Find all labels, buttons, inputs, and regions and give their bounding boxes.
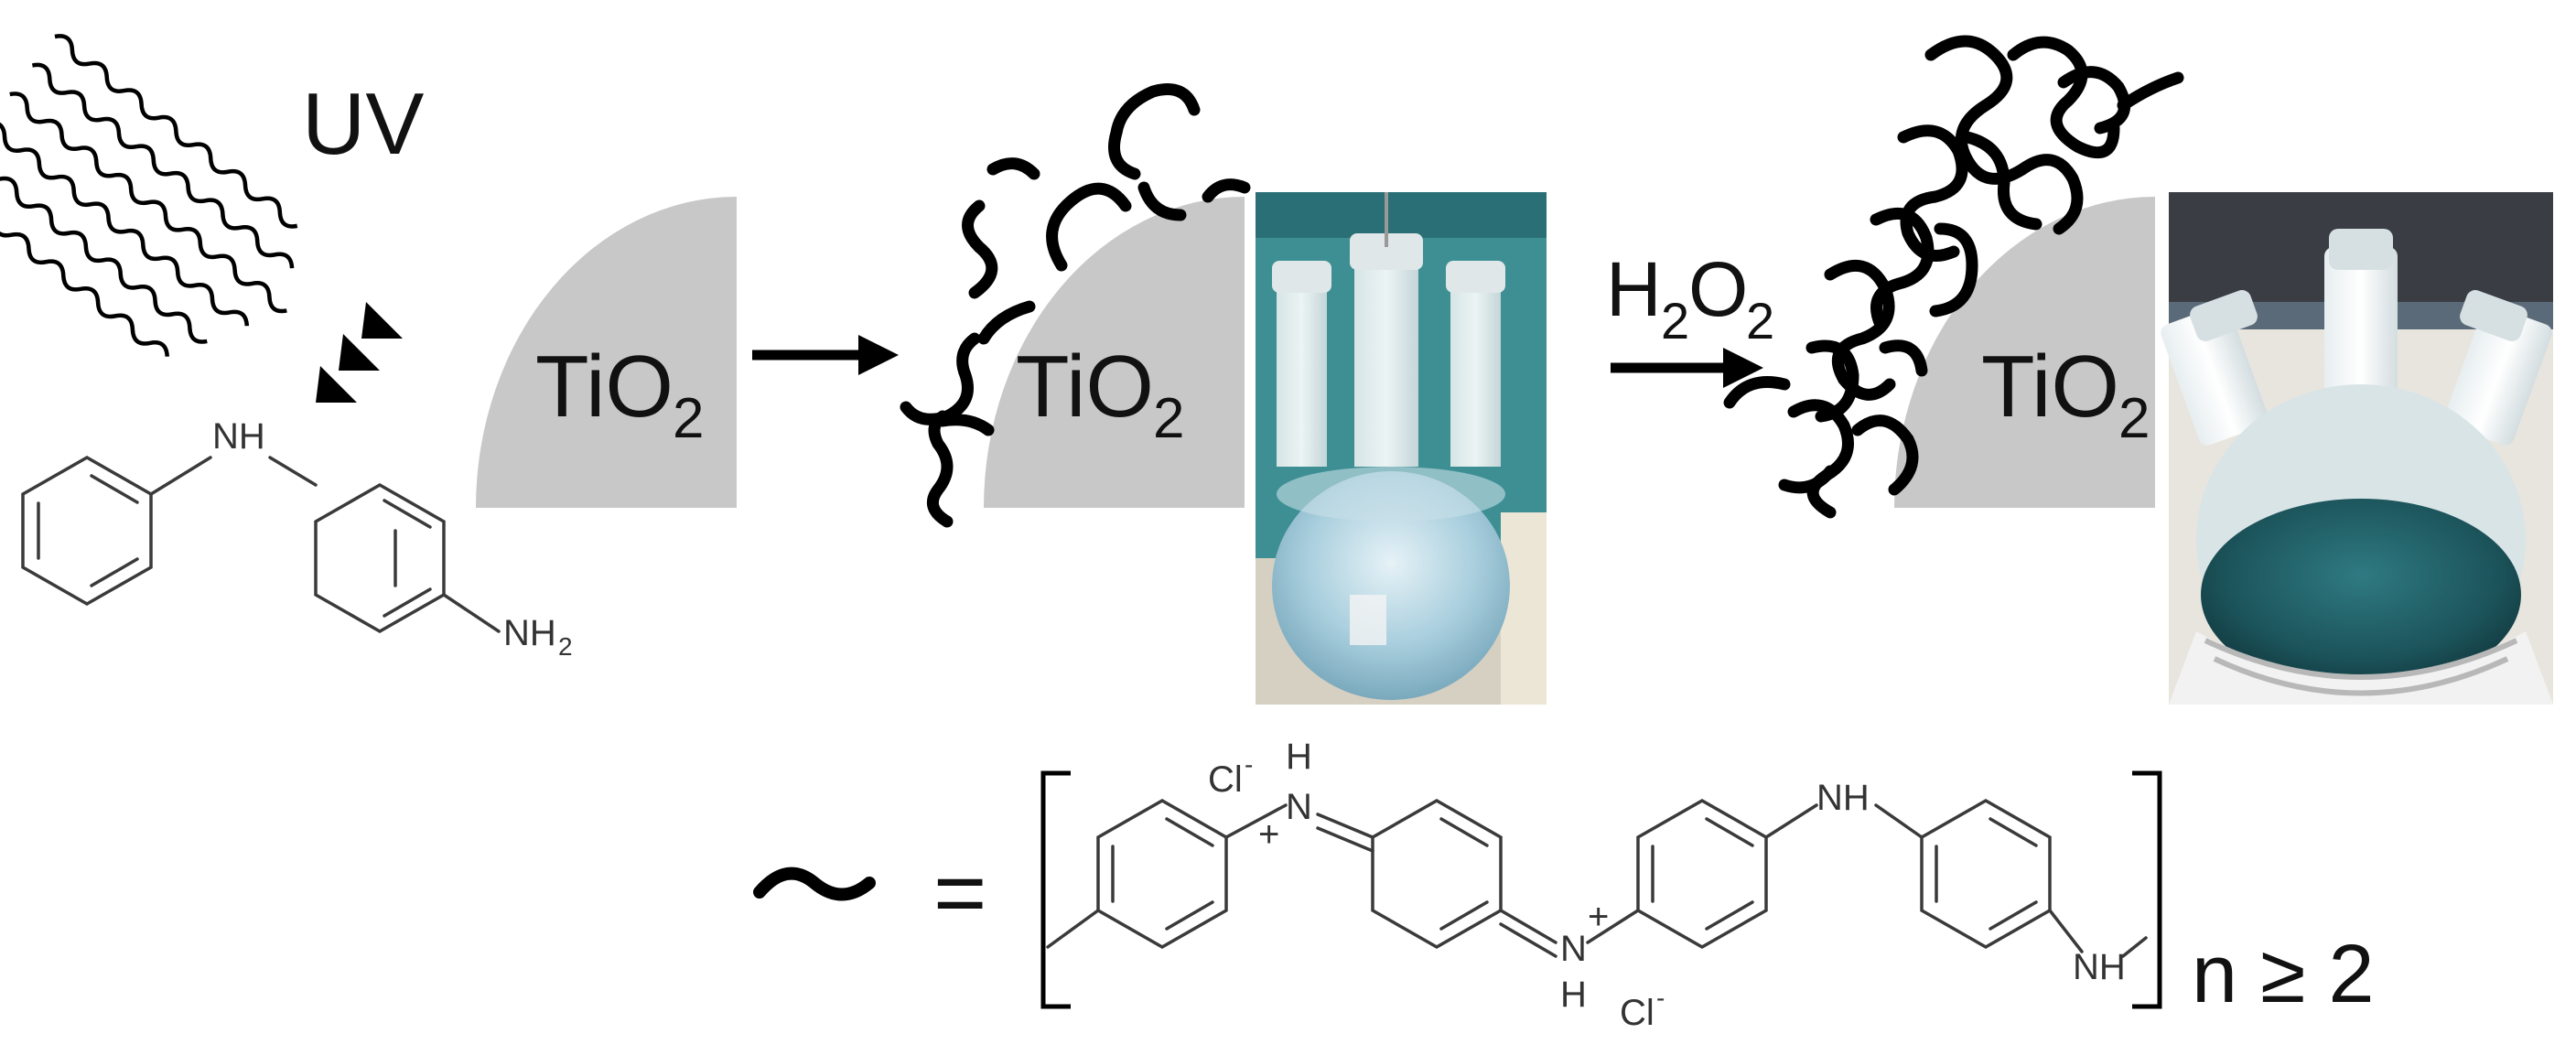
chloride-label-1: Cl <box>1208 759 1243 800</box>
tio2-subscript-1: 2 <box>673 387 704 450</box>
n-label-2: N <box>1560 929 1587 969</box>
uv-arrowhead <box>316 366 357 403</box>
tio2-particle-1 <box>476 197 737 508</box>
h2o2-o: O <box>1688 246 1748 332</box>
bracket-right <box>2132 770 2162 1009</box>
repeat-unit-structure <box>1046 798 2148 958</box>
tio2-label-2: TiO <box>1016 338 1154 436</box>
tio2-particle-3 <box>1894 197 2155 508</box>
h2o2-sub2: 2 <box>1746 292 1774 350</box>
h-label-2: H <box>1560 974 1587 1015</box>
nh-label: NH <box>212 416 265 457</box>
tio2-label-1: TiO <box>535 338 674 436</box>
tio2-subscript-2: 2 <box>1153 387 1184 450</box>
equals-sign: = <box>933 842 986 944</box>
polymer-chains-short <box>900 83 1251 528</box>
h2o2-h: H <box>1606 246 1662 332</box>
plus-label-2: + <box>1588 897 1609 937</box>
nh2-subscript: 2 <box>558 632 573 661</box>
plus-label-1: + <box>1258 814 1279 855</box>
flask-photo-1 <box>1256 192 1547 705</box>
nh-label-terminal: NH <box>2073 947 2126 987</box>
chloride-label-2: Cl <box>1620 993 1654 1033</box>
h2o2-sub1: 2 <box>1661 292 1689 350</box>
chloride-charge-2: - <box>1656 984 1665 1012</box>
uv-arrowhead <box>339 334 380 371</box>
bracket-left <box>1040 770 1071 1009</box>
monomer-structure <box>21 455 501 634</box>
n-label-1: N <box>1286 787 1312 827</box>
nh2-label: NH <box>503 613 556 653</box>
nh-label-bridge: NH <box>1816 778 1870 818</box>
tio2-subscript-3: 2 <box>2118 387 2150 450</box>
tio2-label-3: TiO <box>1981 338 2119 436</box>
flask-photo-2 <box>2161 192 2553 705</box>
tio2-particle-2 <box>984 197 1245 508</box>
repeat-count-label: n ≥ 2 <box>2192 929 2375 1020</box>
tilde-symbol <box>753 867 876 901</box>
uv-arrowhead <box>361 302 403 339</box>
h-label-1: H <box>1286 737 1312 777</box>
chloride-charge-1: - <box>1245 750 1253 779</box>
uv-label: UV <box>302 75 424 173</box>
uv-rays <box>0 34 403 403</box>
polymer-chains-dense <box>1723 35 2184 519</box>
